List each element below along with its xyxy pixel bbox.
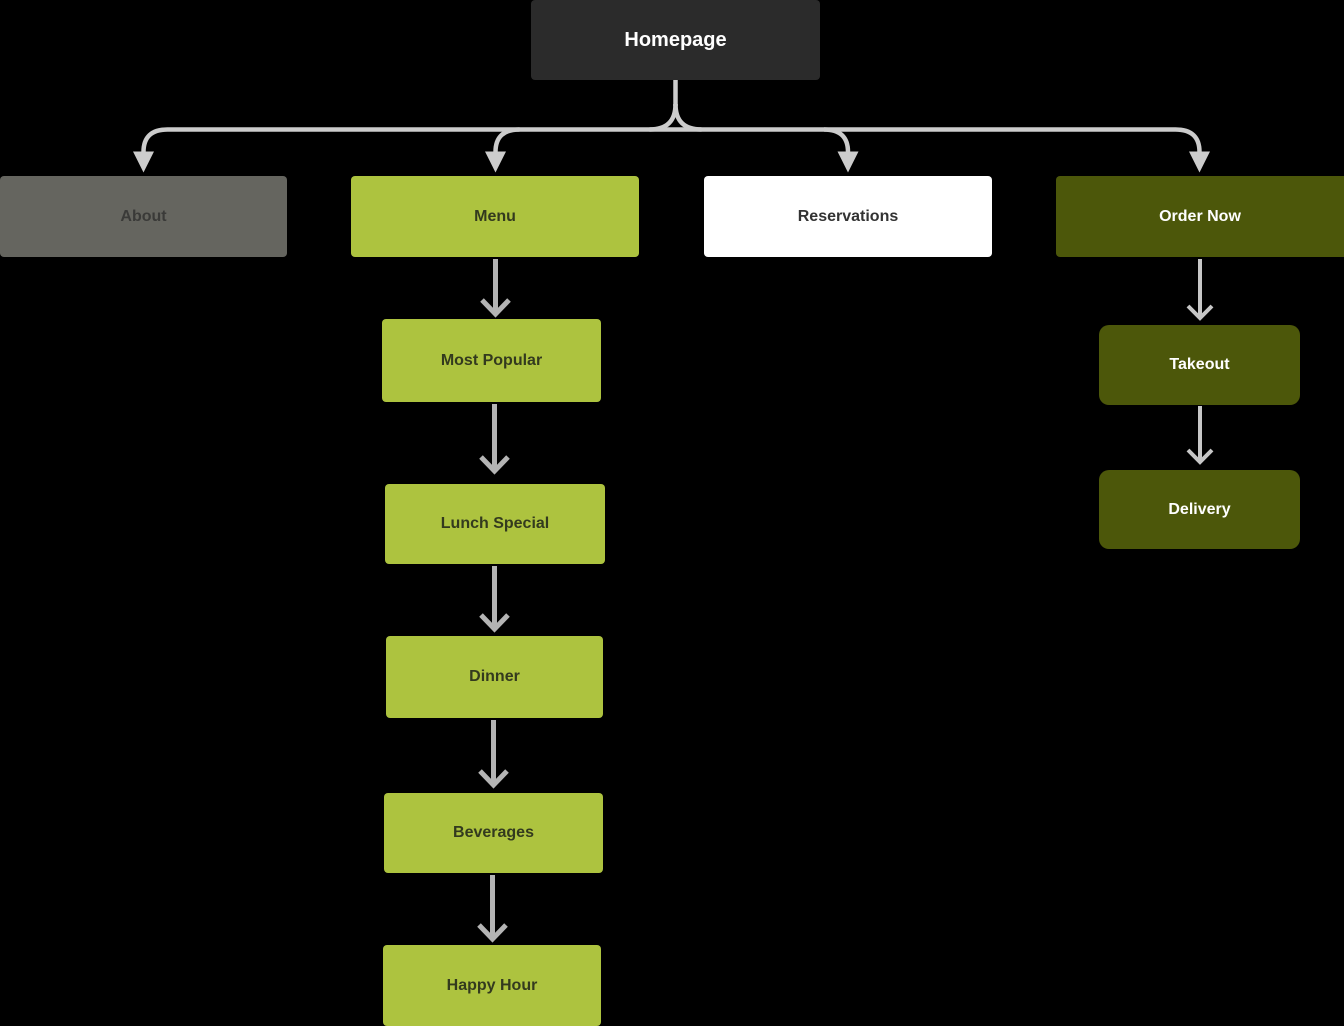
node-beverages[interactable]: Beverages — [384, 793, 603, 873]
arrowhead-about — [133, 151, 154, 173]
node-happy-hour[interactable]: Happy Hour — [383, 945, 601, 1026]
arrow-beverages-to-happy-hour — [477, 875, 508, 943]
node-happy-hour-label: Happy Hour — [446, 976, 538, 994]
node-about[interactable]: About — [0, 176, 287, 257]
node-dinner-label: Dinner — [469, 668, 520, 685]
node-dinner[interactable]: Dinner — [386, 636, 603, 718]
node-lunch-special[interactable]: Lunch Special — [385, 484, 605, 564]
node-order-now-label: Order Now — [1159, 207, 1241, 225]
arrow-menu-to-most-popular — [480, 259, 511, 318]
node-takeout[interactable]: Takeout — [1099, 325, 1300, 405]
node-menu[interactable]: Menu — [351, 176, 639, 257]
node-reservations[interactable]: Reservations — [704, 176, 992, 257]
node-order-now[interactable]: Order Now — [1056, 176, 1344, 257]
node-homepage[interactable]: Homepage — [531, 0, 820, 80]
node-delivery[interactable]: Delivery — [1099, 470, 1300, 549]
homepage-branch-connector — [141, 78, 1202, 153]
arrowhead-menu — [485, 151, 506, 173]
arrow-dinner-to-beverages — [478, 720, 509, 789]
node-most-popular-label: Most Popular — [440, 351, 543, 369]
node-delivery-label: Delivery — [1168, 500, 1231, 518]
arrow-takeout-to-delivery — [1186, 406, 1214, 465]
node-takeout-label: Takeout — [1169, 356, 1230, 373]
arrow-order-now-to-takeout — [1186, 259, 1214, 321]
arrowhead-order-now — [1189, 151, 1210, 173]
arrowhead-reservations — [837, 151, 859, 173]
branch-arrowheads — [133, 151, 1210, 173]
arrow-most-popular-to-lunch-special — [479, 404, 510, 475]
node-homepage-label: Homepage — [624, 28, 727, 51]
node-beverages-label: Beverages — [453, 824, 534, 841]
node-reservations-label: Reservations — [797, 207, 899, 225]
node-menu-label: Menu — [474, 207, 516, 225]
arrow-lunch-special-to-dinner — [479, 566, 510, 633]
node-lunch-special-label: Lunch Special — [440, 515, 550, 532]
node-most-popular[interactable]: Most Popular — [382, 319, 601, 402]
node-about-label: About — [120, 207, 167, 225]
